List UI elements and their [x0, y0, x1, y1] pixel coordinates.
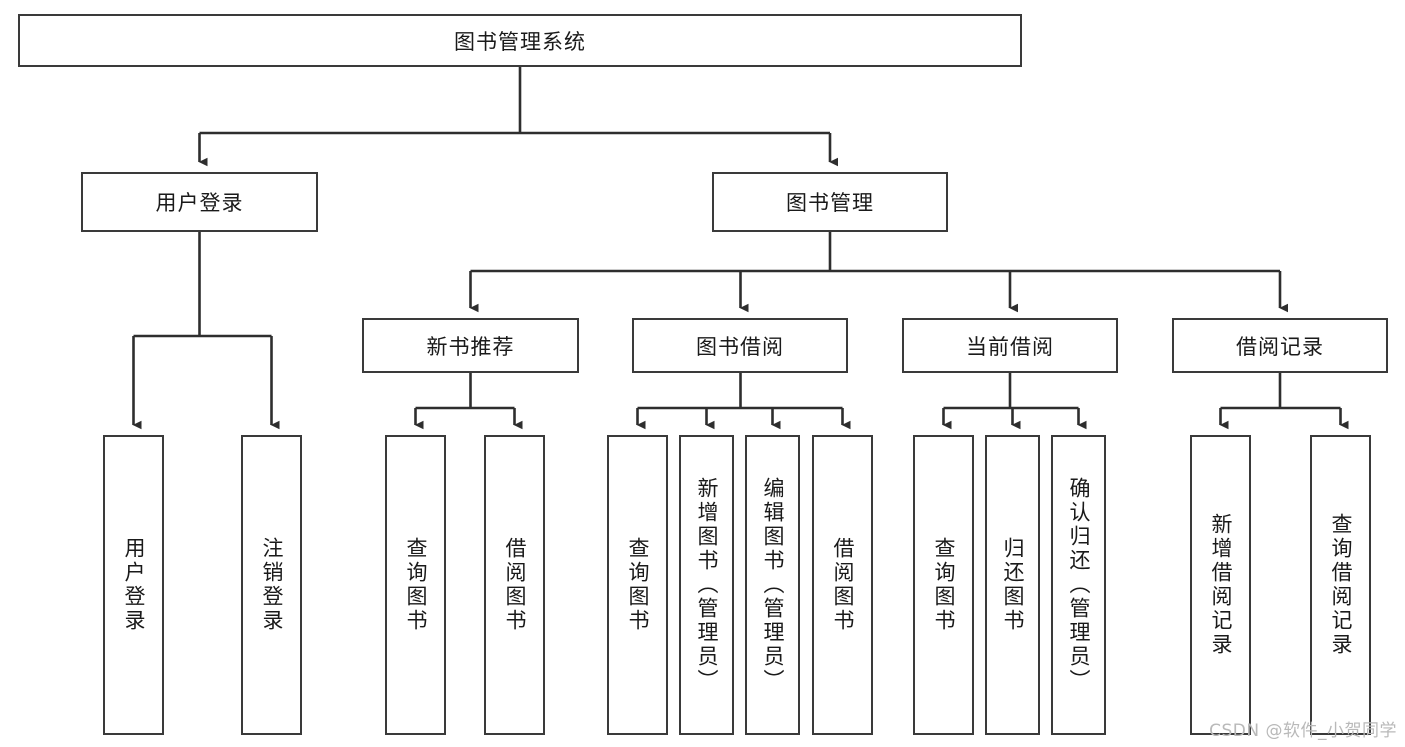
csdn-watermark: CSDN @软件_小贺同学 — [1209, 721, 1397, 741]
node-leaf-user-login[interactable]: 用户登录 — [103, 435, 164, 735]
edge-bookmanage-to-level3 — [469, 232, 1289, 313]
node-leaf-return-book[interactable]: 归还图书 — [985, 435, 1040, 735]
edge-bookborrow-to-leaves — [636, 373, 851, 430]
node-leaf-borrow-book-2[interactable]: 借阅图书 — [812, 435, 873, 735]
node-leaf-confirm-return[interactable]: 确认归还（管理员） — [1051, 435, 1106, 735]
node-leaf-borrow-book-1[interactable]: 借阅图书 — [484, 435, 545, 735]
node-book-borrow[interactable]: 图书借阅 — [632, 318, 848, 373]
node-leaf-add-record[interactable]: 新增借阅记录 — [1190, 435, 1251, 735]
node-leaf-query-book-3[interactable]: 查询图书 — [913, 435, 974, 735]
edge-userlogin-to-leaves — [132, 232, 280, 430]
node-new-book-rec[interactable]: 新书推荐 — [362, 318, 579, 373]
node-borrow-record[interactable]: 借阅记录 — [1172, 318, 1388, 373]
node-user-login[interactable]: 用户登录 — [81, 172, 318, 232]
node-leaf-query-record[interactable]: 查询借阅记录 — [1310, 435, 1371, 735]
node-book-manage[interactable]: 图书管理 — [712, 172, 948, 232]
edge-root-to-level2 — [198, 67, 839, 167]
edge-currentborrow-to-leaves — [942, 373, 1087, 430]
edge-newbook-to-leaves — [414, 373, 523, 430]
node-leaf-query-book-2[interactable]: 查询图书 — [607, 435, 668, 735]
node-root[interactable]: 图书管理系统 — [18, 14, 1022, 67]
edge-borrowrecord-to-leaves — [1219, 373, 1349, 430]
node-leaf-query-book-1[interactable]: 查询图书 — [385, 435, 446, 735]
node-current-borrow[interactable]: 当前借阅 — [902, 318, 1118, 373]
node-leaf-edit-book[interactable]: 编辑图书（管理员） — [745, 435, 800, 735]
node-leaf-user-logout[interactable]: 注销登录 — [241, 435, 302, 735]
node-leaf-add-book[interactable]: 新增图书（管理员） — [679, 435, 734, 735]
